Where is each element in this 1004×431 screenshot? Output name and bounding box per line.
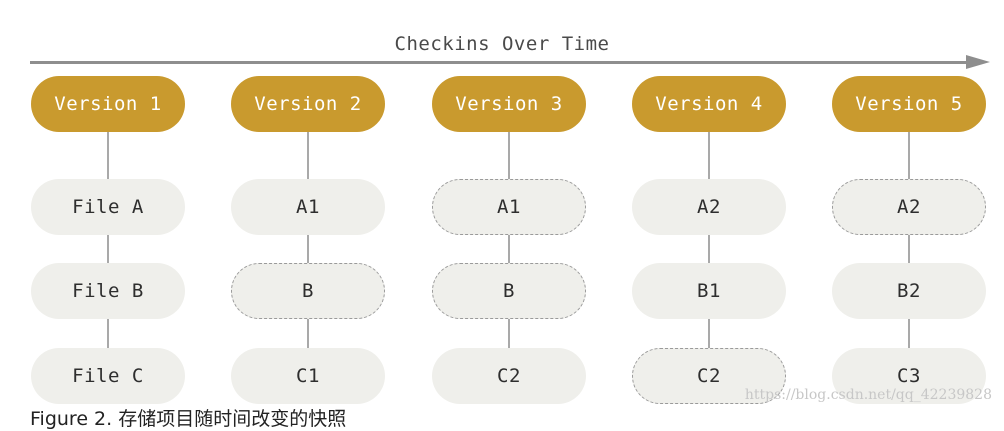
file-pill-c1: C1 bbox=[231, 348, 385, 404]
file-pill-a1: A1 bbox=[231, 179, 385, 235]
version-column-2: Version 2 A1 B C1 bbox=[231, 0, 385, 418]
version-pill-2: Version 2 bbox=[231, 76, 385, 132]
file-pill-b1: B1 bbox=[632, 263, 786, 319]
file-pill-c2: C2 bbox=[432, 348, 586, 404]
connector-line bbox=[708, 132, 710, 372]
version-column-5: Version 5 A2 B2 C3 bbox=[832, 0, 986, 418]
file-pill-a2: A2 bbox=[632, 179, 786, 235]
file-pill-b-ref: B bbox=[231, 263, 385, 319]
version-column-4: Version 4 A2 B1 C2 bbox=[632, 0, 786, 418]
connector-line bbox=[307, 132, 309, 372]
file-pill-b-ref: B bbox=[432, 263, 586, 319]
version-pill-4: Version 4 bbox=[632, 76, 786, 132]
file-pill-c2-ref: C2 bbox=[632, 348, 786, 404]
file-pill-a2-ref: A2 bbox=[832, 179, 986, 235]
version-pill-5: Version 5 bbox=[832, 76, 986, 132]
file-pill-file-b: File B bbox=[31, 263, 185, 319]
file-pill-b2: B2 bbox=[832, 263, 986, 319]
version-column-3: Version 3 A1 B C2 bbox=[432, 0, 586, 418]
version-pill-1: Version 1 bbox=[31, 76, 185, 132]
timeline-arrow-line bbox=[30, 61, 968, 64]
file-pill-file-c: File C bbox=[31, 348, 185, 404]
version-column-1: Version 1 File A File B File C bbox=[31, 0, 185, 418]
watermark-url: https://blog.csdn.net/qq_42239828 bbox=[744, 387, 992, 403]
connector-line bbox=[107, 132, 109, 372]
file-pill-c3: C3 bbox=[832, 348, 986, 404]
file-pill-a1-ref: A1 bbox=[432, 179, 586, 235]
checkins-timeline-title: Checkins Over Time bbox=[394, 33, 610, 55]
timeline-arrowhead-icon bbox=[966, 55, 990, 69]
version-pill-3: Version 3 bbox=[432, 76, 586, 132]
file-pill-file-a: File A bbox=[31, 179, 185, 235]
connector-line bbox=[908, 132, 910, 372]
connector-line bbox=[508, 132, 510, 372]
